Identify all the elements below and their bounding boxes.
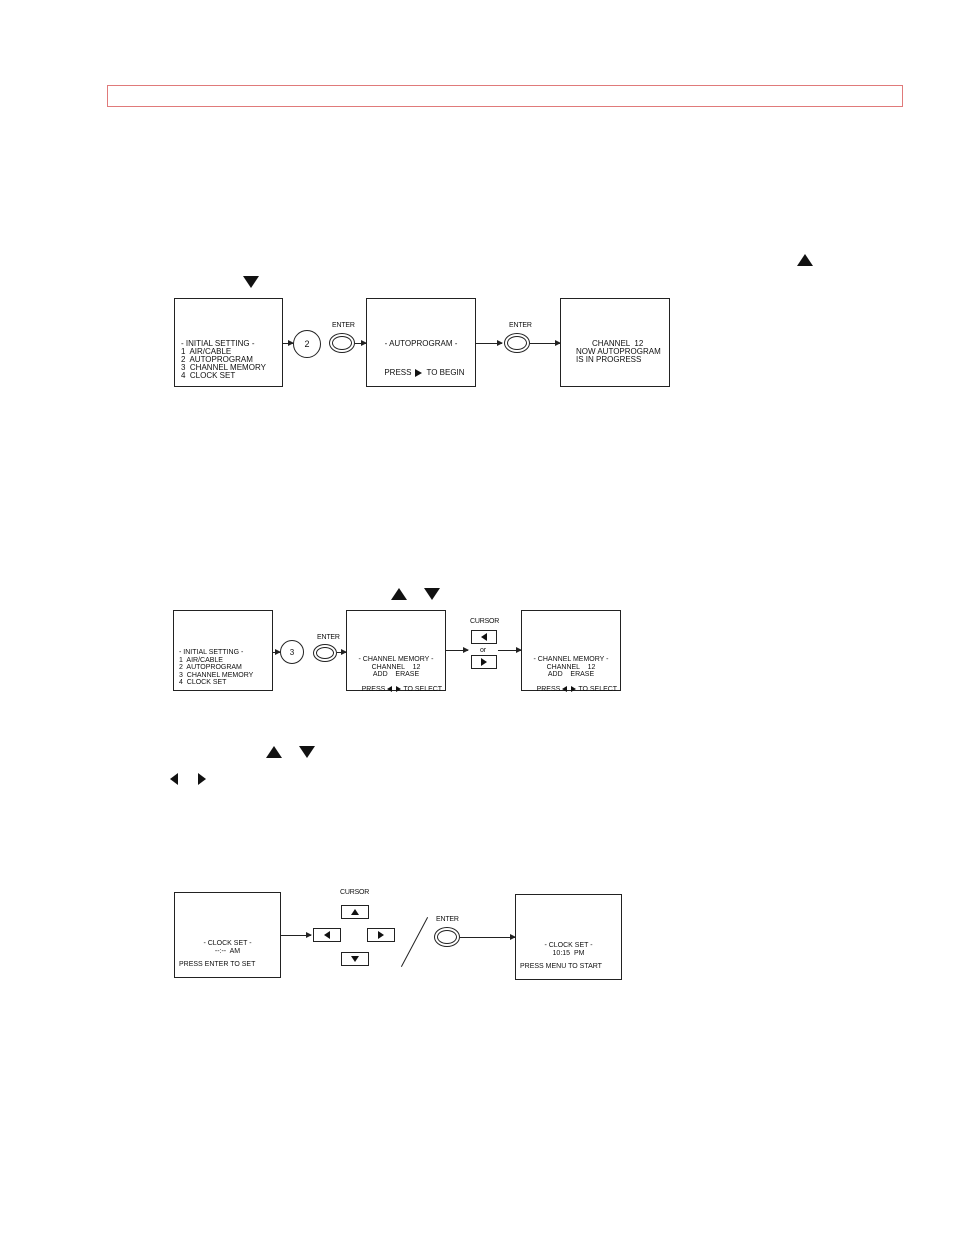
or-label: or: [480, 647, 486, 654]
down-arrow-icon: [424, 588, 440, 600]
footer-line: PRESS ENTER TO SET: [179, 961, 256, 968]
enter-label: ENTER: [436, 916, 459, 923]
screen-line: 2 AUTOPROGRAM: [179, 664, 242, 671]
left-arrow-icon: [481, 633, 487, 641]
flow-arrow: [337, 649, 347, 655]
flow-arrow: [446, 647, 469, 653]
right-arrow-icon: [396, 686, 402, 693]
flow-arrow: [476, 340, 503, 346]
number-button-label: 3: [289, 647, 295, 657]
right-arrow-icon: [571, 686, 577, 693]
flow-arrow: [273, 649, 281, 655]
cursor-right-key: [367, 928, 395, 942]
screen-line: - INITIAL SETTING -: [181, 339, 255, 348]
flow-arrow: [283, 340, 294, 346]
screen-line: 1 AIR/CABLE: [179, 656, 223, 664]
number-button-label: 2: [304, 339, 310, 349]
channel-line: CHANNEL 12: [371, 663, 421, 671]
enter-button: [313, 644, 337, 662]
flow-arrow: [498, 647, 522, 653]
enter-button: [504, 333, 530, 353]
cursor-label: CURSOR: [470, 618, 500, 625]
autoprogram-progress-screen: CHANNEL 12 NOW AUTOPROGRAM IS IN PROGRES…: [560, 298, 670, 387]
screen-line: CHANNEL 12: [592, 339, 644, 348]
screen-line: 3 CHANNEL MEMORY: [181, 363, 266, 372]
screen-line: NOW AUTOPROGRAM: [576, 347, 661, 356]
cursor-right-key: [471, 655, 497, 669]
cursor-label: CURSOR: [340, 889, 370, 896]
left-arrow-icon: [562, 686, 568, 693]
add-erase-line: ADD ERASE: [372, 671, 420, 678]
clock-set-result-screen: - CLOCK SET - 10:15 PM PRESS MENU TO STA…: [515, 894, 622, 980]
flow-arrow: [281, 932, 312, 938]
up-arrow-icon: [391, 588, 407, 600]
channel-memory-screen: - CHANNEL MEMORY - CHANNEL 12 ADD ERASE …: [346, 610, 446, 693]
separator-slash: [400, 917, 429, 967]
initial-setting-screen: - INITIAL SETTING - 1 AIR/CABLE 2 AUTOPR…: [174, 298, 283, 387]
flow-arrow: [530, 340, 561, 346]
up-arrow-icon: [351, 909, 359, 915]
cursor-left-key: [471, 630, 497, 644]
screen-line: 3 CHANNEL MEMORY: [179, 671, 254, 679]
enter-button: [329, 333, 355, 353]
channel-line: CHANNEL 12: [546, 663, 596, 671]
down-arrow-icon: [243, 276, 259, 288]
up-arrow-icon: [266, 746, 282, 758]
number-button: 3: [280, 640, 304, 664]
select-text: TO SELECT: [578, 686, 618, 693]
screen-line: 4 CLOCK SET: [181, 371, 236, 380]
clock-set-screen: - CLOCK SET - --:-- AM PRESS ENTER TO SE…: [174, 892, 281, 978]
enter-button: [434, 927, 460, 947]
select-text: TO SELECT: [403, 686, 443, 693]
channel-memory-screen-2: - CHANNEL MEMORY - CHANNEL 12 ADD ERASE …: [521, 610, 621, 693]
down-arrow-icon: [299, 746, 315, 758]
screen-line: 2 AUTOPROGRAM: [181, 355, 253, 364]
press-text: PRESS: [361, 686, 386, 693]
press-text: PRESS: [384, 368, 412, 378]
press-line: PRESS TO SELECT: [347, 679, 445, 702]
time-line: --:-- AM: [214, 947, 241, 955]
add-erase-line: ADD ERASE: [547, 671, 595, 678]
right-arrow-icon: [198, 773, 206, 785]
cursor-down-key: [341, 952, 369, 966]
time-line: 10:15 PM: [552, 949, 585, 957]
up-arrow-icon: [797, 254, 813, 266]
enter-label: ENTER: [332, 322, 355, 329]
screen-line: PRESS TO BEGIN: [367, 361, 475, 385]
screen-title: - CLOCK SET -: [203, 940, 252, 947]
flow-arrow: [355, 340, 367, 346]
left-arrow-icon: [170, 773, 178, 785]
header-bar: [107, 85, 903, 107]
enter-label: ENTER: [317, 634, 340, 641]
down-arrow-icon: [351, 956, 359, 962]
screen-line: - INITIAL SETTING -: [179, 649, 244, 656]
press-text: PRESS: [536, 686, 561, 693]
enter-label: ENTER: [509, 322, 532, 329]
screen-title: - CHANNEL MEMORY -: [358, 656, 434, 663]
press-line: PRESS TO SELECT: [522, 679, 620, 702]
footer-line: PRESS MENU TO START: [520, 963, 602, 970]
left-arrow-icon: [324, 931, 330, 939]
flow-arrow: [460, 934, 516, 940]
autoprogram-screen: - AUTOPROGRAM - PRESS TO BEGIN: [366, 298, 476, 387]
number-button: 2: [293, 330, 321, 358]
left-arrow-icon: [387, 686, 393, 693]
cursor-left-key: [313, 928, 341, 942]
begin-text: TO BEGIN: [426, 368, 465, 378]
right-arrow-icon: [415, 369, 423, 377]
cursor-up-key: [341, 905, 369, 919]
screen-title: - CHANNEL MEMORY -: [533, 656, 609, 663]
screen-line: IS IN PROGRESS: [576, 355, 642, 364]
screen-line: 1 AIR/CABLE: [181, 347, 232, 356]
screen-title: - AUTOPROGRAM -: [384, 339, 458, 348]
initial-setting-screen: - INITIAL SETTING - 1 AIR/CABLE 2 AUTOPR…: [173, 610, 273, 691]
screen-line: 4 CLOCK SET: [179, 679, 227, 686]
right-arrow-icon: [378, 931, 384, 939]
screen-title: - CLOCK SET -: [544, 942, 593, 949]
right-arrow-icon: [481, 658, 487, 666]
